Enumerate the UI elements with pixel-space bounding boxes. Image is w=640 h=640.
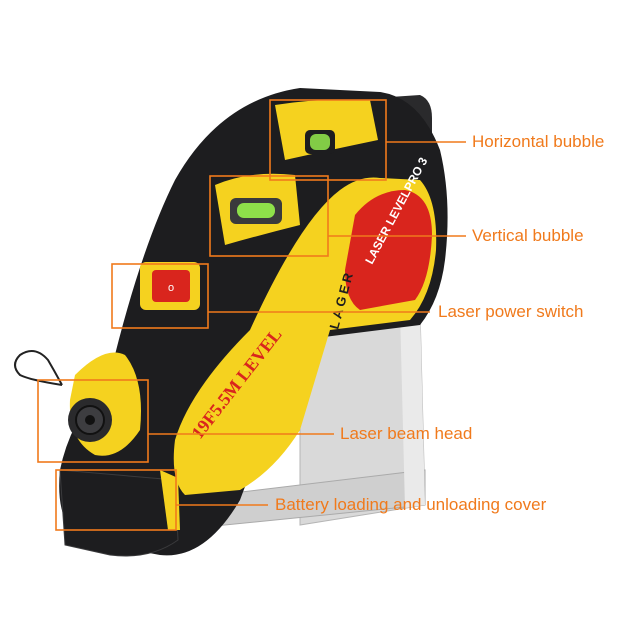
laser-beam-head-label: Laser beam head bbox=[340, 424, 473, 443]
horizontal-bubble-label: Horizontal bubble bbox=[472, 132, 605, 151]
vertical-bubble-label: Vertical bubble bbox=[472, 226, 584, 245]
callout-boxes bbox=[37, 99, 387, 531]
laser-power-switch-box bbox=[111, 263, 209, 329]
battery-cover-label: Battery loading and unloading cover bbox=[275, 495, 547, 514]
laser-beam-head-box bbox=[37, 379, 149, 463]
callout-leaders bbox=[148, 141, 466, 506]
battery-cover-box bbox=[55, 469, 177, 531]
vertical-vial bbox=[237, 203, 275, 218]
switch-mark: o bbox=[168, 282, 174, 294]
power-switch-housing: o bbox=[140, 262, 200, 310]
laser-head bbox=[68, 352, 141, 456]
battery-cover bbox=[59, 469, 180, 557]
horizontal-vial bbox=[310, 134, 330, 150]
vertical-bubble-box bbox=[209, 175, 329, 257]
horizontal-bubble-housing bbox=[275, 99, 378, 160]
lanyard bbox=[14, 350, 63, 386]
power-switch[interactable] bbox=[152, 270, 190, 302]
laser-power-switch-label: Laser power switch bbox=[438, 302, 584, 321]
vertical-bubble-housing bbox=[215, 173, 300, 245]
tape-strip bbox=[174, 308, 426, 531]
